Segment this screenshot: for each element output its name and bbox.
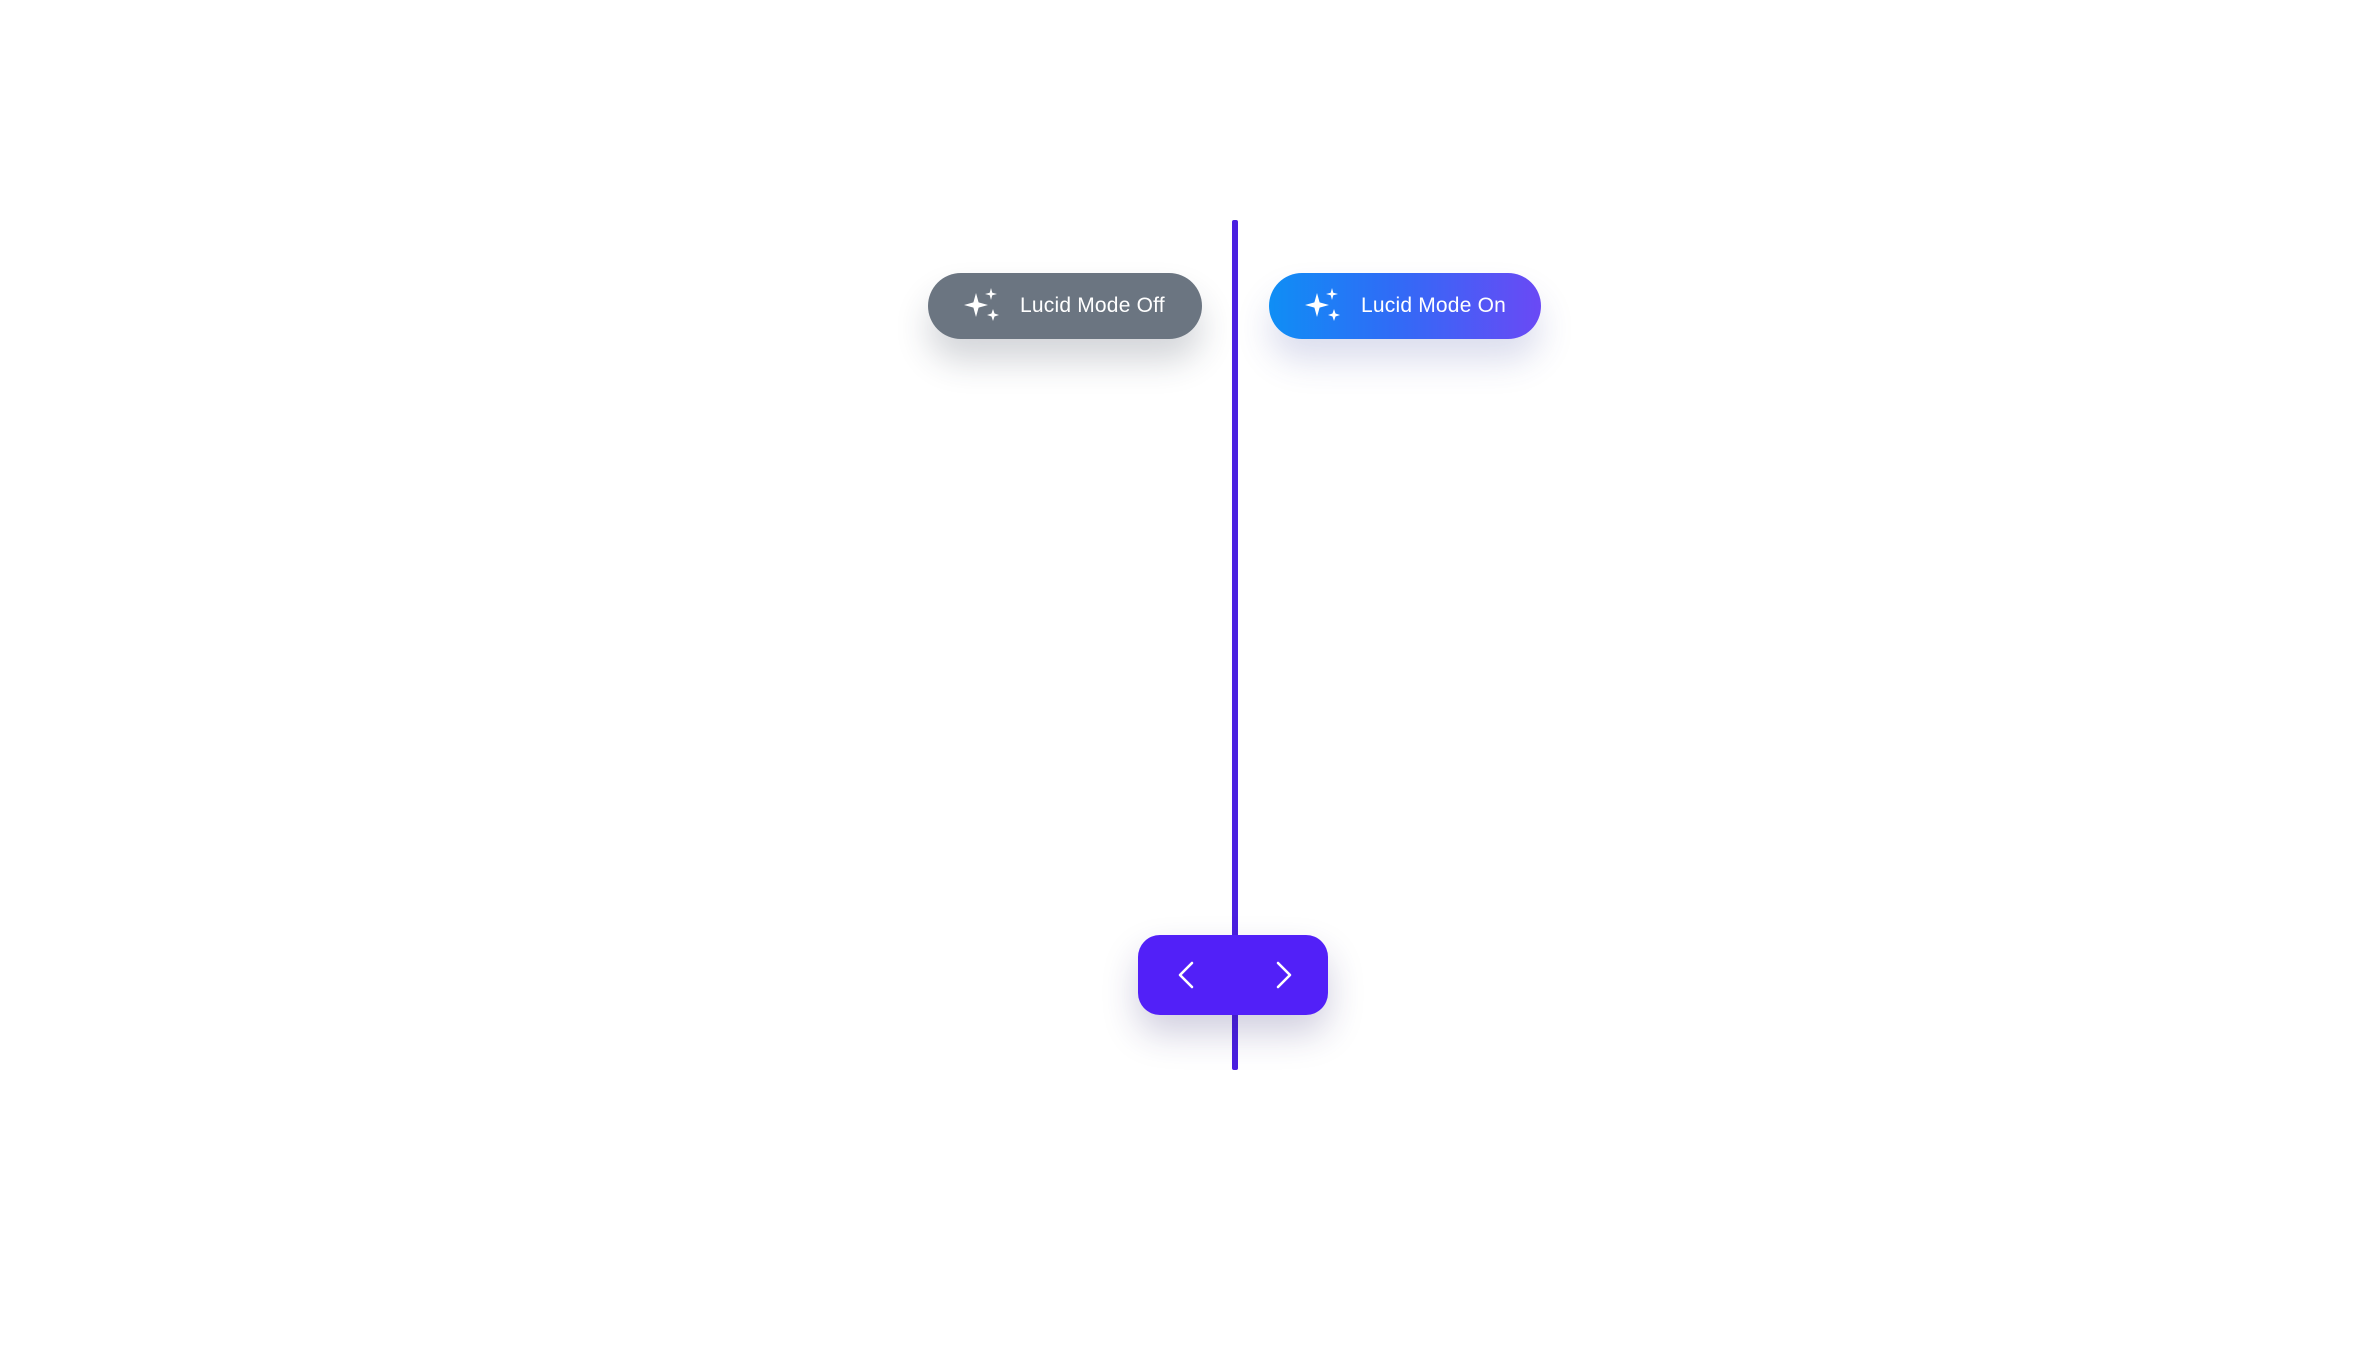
comparison-drag-handle[interactable] bbox=[1138, 935, 1328, 1015]
comparison-divider-line[interactable] bbox=[1232, 220, 1238, 1070]
lucid-mode-on-button[interactable]: Lucid Mode On bbox=[1269, 273, 1541, 339]
sparkles-icon bbox=[962, 285, 1004, 327]
lucid-mode-off-button[interactable]: Lucid Mode Off bbox=[928, 273, 1202, 339]
lucid-mode-off-label: Lucid Mode Off bbox=[1020, 294, 1165, 317]
lucid-mode-on-label: Lucid Mode On bbox=[1361, 294, 1507, 317]
sparkles-icon bbox=[1303, 285, 1345, 327]
chevron-right-icon[interactable] bbox=[1270, 959, 1296, 991]
chevron-left-icon[interactable] bbox=[1174, 959, 1200, 991]
